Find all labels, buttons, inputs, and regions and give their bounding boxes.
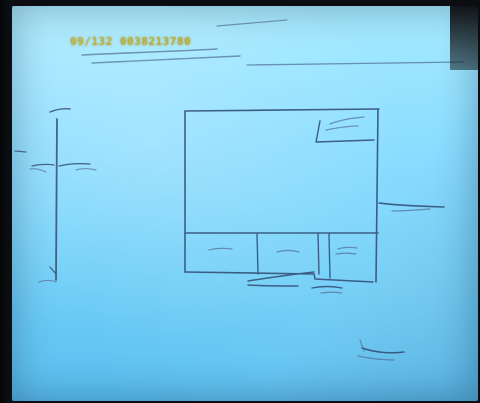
top-scribbles	[81, 19, 465, 66]
dimension-notes	[247, 202, 445, 361]
top-right-bezel	[450, 0, 480, 70]
left-bezel	[0, 0, 14, 403]
corner-box	[315, 116, 375, 143]
timestamp-overlay: 09/132 0038213780	[70, 35, 192, 48]
monitor-screen: 09/132 0038213780	[12, 6, 478, 401]
left-axis	[14, 108, 97, 283]
main-rectangle	[184, 108, 380, 283]
hand-sketch	[14, 19, 465, 361]
bottom-compartments	[184, 232, 379, 279]
